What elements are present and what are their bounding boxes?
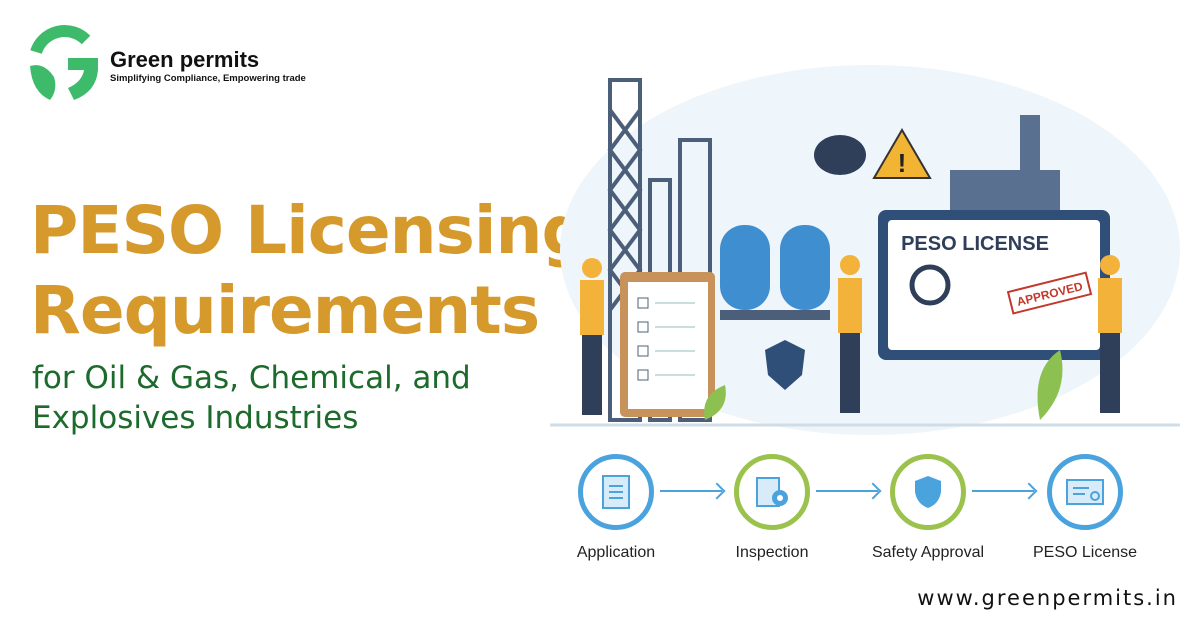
headline-line-1: PESO Licensing (30, 192, 589, 269)
worker-figures (580, 255, 1122, 415)
warning-icon (872, 128, 932, 179)
step-label: Inspection (735, 544, 809, 561)
arrow-icon (816, 490, 878, 492)
bomb-icon (814, 135, 866, 175)
step-inspection: Inspection (697, 454, 847, 562)
green-permits-logo (30, 25, 98, 100)
brand-name: Green permits (110, 47, 260, 72)
shield-icon (765, 340, 805, 390)
svg-text:!: ! (898, 148, 907, 178)
arrow-icon (972, 490, 1034, 492)
certificate-icon (1047, 454, 1123, 530)
peso-license-document: PESO LICENSE APPROVED (878, 210, 1110, 360)
shield-icon (890, 454, 966, 530)
arrow-icon (660, 490, 722, 492)
document-icon (578, 454, 654, 530)
brand-tagline: Simplifying Compliance, Empowering trade (110, 73, 306, 84)
magnifier-icon (909, 264, 951, 306)
plant-leaf (1037, 350, 1063, 420)
headline-line-2: Requirements (30, 272, 540, 349)
subheadline-line-1: for Oil & Gas, Chemical, and (32, 360, 471, 396)
step-safety-approval: Safety Approval (853, 454, 1003, 562)
checklist-clipboard (620, 272, 715, 417)
step-label: PESO License (1032, 544, 1138, 561)
license-title: PESO LICENSE (901, 233, 1049, 255)
step-label: Safety Approval (871, 544, 985, 561)
step-peso-license: PESO License (1010, 454, 1160, 562)
clipboard-gear-icon (734, 454, 810, 530)
step-application: Application (541, 454, 691, 562)
step-label: Application (576, 544, 656, 561)
subheadline-line-2: Explosives Industries (32, 400, 359, 436)
industrial-licensing-illustration: ! PESO LICENSE APPROVED (550, 65, 1180, 435)
website-url: www.greenpermits.in (917, 586, 1178, 610)
storage-tanks (720, 225, 830, 320)
